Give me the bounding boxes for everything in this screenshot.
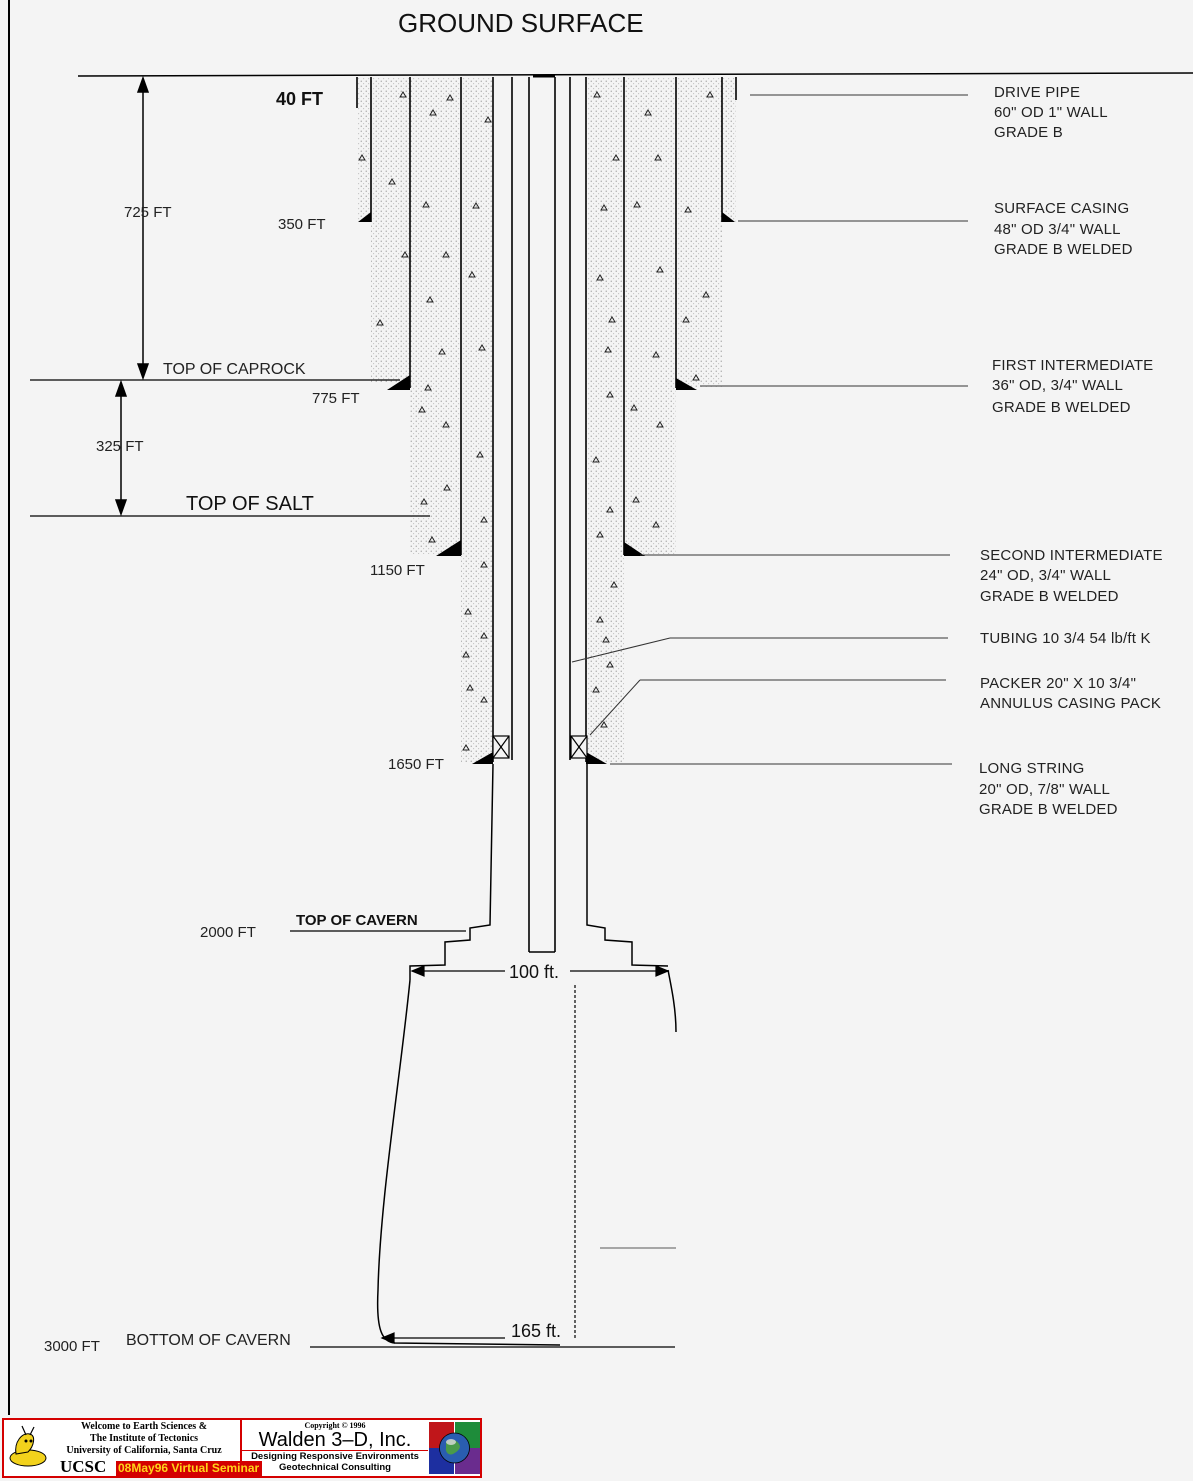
depth-label-725ft: 725 FT — [124, 204, 172, 221]
welcome-line-1: Welcome to Earth Sciences & — [80, 1421, 208, 1432]
spec-first-intermediate-line1: FIRST INTERMEDIATE — [992, 357, 1153, 374]
casing-shoes — [358, 212, 735, 764]
spec-tubing-line1: TUBING 10 3/4 54 lb/ft K — [980, 630, 1151, 647]
spec-long-string-line2: 20" OD, 7/8" WALL — [979, 781, 1110, 798]
depth-label-40ft: 40 FT — [276, 89, 323, 109]
formation-lines — [30, 379, 675, 1348]
seminar-banner[interactable]: Welcome to Earth Sciences & The Institut… — [2, 1418, 482, 1478]
cavern-width-bottom: 165 ft. — [511, 1321, 561, 1341]
spec-packer-line2: ANNULUS CASING PACK — [980, 695, 1161, 712]
seminar-date-label: 08May96 Virtual Seminar — [116, 1461, 262, 1476]
spec-second-intermediate-line2: 24" OD, 3/4" WALL — [980, 567, 1111, 584]
walden-panel[interactable]: Copyright © 1996 Walden 3–D, Inc. Design… — [242, 1420, 428, 1476]
ground-surface-title: GROUND SURFACE — [398, 8, 644, 38]
spec-surface-casing-line2: 48" OD 3/4" WALL — [994, 221, 1121, 238]
banana-slug-mascot-icon — [9, 1425, 47, 1467]
cavern-width-arrows — [380, 965, 676, 1344]
copyright-text: Copyright © 1996 — [304, 1421, 366, 1430]
ucsc-logo-text: UCSC — [60, 1457, 107, 1476]
packer — [492, 735, 588, 759]
leader-lines — [571, 94, 968, 765]
ucsc-panel[interactable]: Welcome to Earth Sciences & The Institut… — [4, 1420, 242, 1476]
spec-long-string-line1: LONG STRING — [979, 760, 1085, 777]
depth-dimension-arrows — [114, 75, 150, 517]
formation-top-of-salt: TOP OF SALT — [186, 493, 314, 515]
spec-labels: DRIVE PIPE 60" OD 1" WALL GRADE B SURFAC… — [979, 84, 1163, 818]
spec-surface-casing-line3: GRADE B WELDED — [994, 241, 1133, 258]
spec-packer-line1: PACKER 20" X 10 3/4" — [980, 675, 1136, 692]
spec-drive-pipe-line2: 60" OD 1" WALL — [994, 104, 1108, 121]
depth-label-2000ft: 2000 FT — [200, 924, 256, 941]
spec-first-intermediate-line3: GRADE B WELDED — [992, 399, 1131, 416]
cavern-width-top: 100 ft. — [509, 962, 559, 982]
welcome-line-3: University of California, Santa Cruz — [66, 1445, 222, 1456]
spec-long-string-line3: GRADE B WELDED — [979, 801, 1118, 818]
ground-surface-line — [77, 72, 1193, 77]
formation-top-of-cavern: TOP OF CAVERN — [296, 912, 418, 929]
spec-second-intermediate-line3: GRADE B WELDED — [980, 588, 1119, 605]
cement-annulus — [357, 77, 736, 762]
walden-globe-logo-icon — [429, 1422, 480, 1474]
spec-first-intermediate-line2: 36" OD, 3/4" WALL — [992, 377, 1123, 394]
company-tagline: Designing Responsive Environments — [242, 1450, 428, 1462]
depth-label-350ft: 350 FT — [278, 216, 326, 233]
casings — [356, 74, 737, 953]
spec-surface-casing-line1: SURFACE CASING — [994, 200, 1129, 217]
company-name: Walden 3–D, Inc. — [258, 1429, 412, 1451]
cavern-outline — [376, 763, 677, 1346]
welcome-text: Welcome to Earth Sciences & The Institut… — [48, 1421, 240, 1457]
spec-second-intermediate-line1: SECOND INTERMEDIATE — [980, 547, 1163, 564]
depth-label-3000ft: 3000 FT — [44, 1338, 100, 1355]
depth-label-325ft: 325 FT — [96, 438, 144, 455]
depth-label-775ft: 775 FT — [312, 390, 360, 407]
depth-label-1150ft: 1150 FT — [370, 562, 425, 579]
formation-top-of-caprock: TOP OF CAPROCK — [163, 361, 306, 378]
formation-bottom-of-cavern: BOTTOM OF CAVERN — [126, 1332, 291, 1349]
company-tagline-2: Geotechnical Consulting — [279, 1462, 391, 1473]
spec-drive-pipe-line1: DRIVE PIPE — [994, 84, 1080, 101]
depth-label-1650ft: 1650 FT — [388, 756, 444, 773]
welcome-line-2: The Institute of Tectonics — [89, 1433, 199, 1444]
spec-drive-pipe-line3: GRADE B — [994, 124, 1063, 141]
